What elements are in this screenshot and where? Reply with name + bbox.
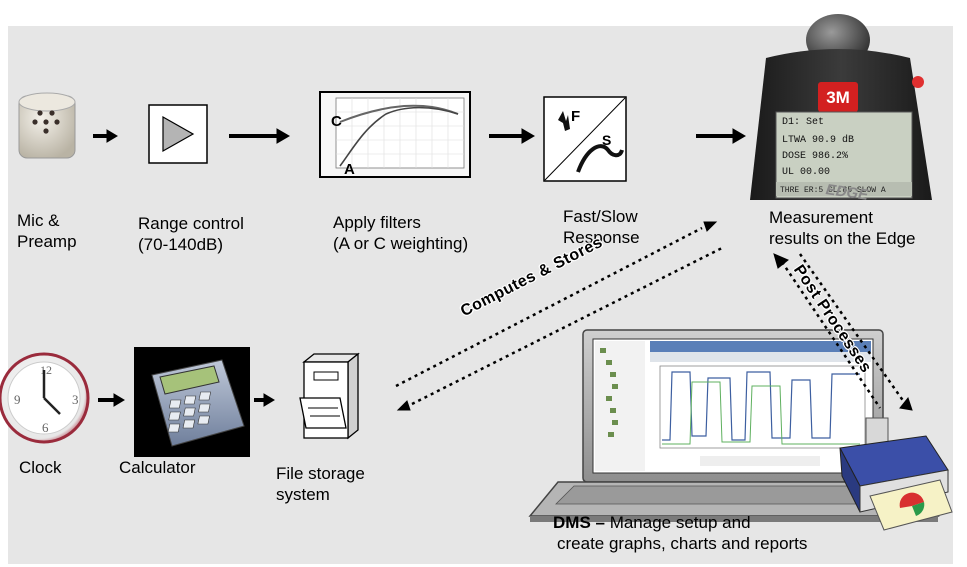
svg-text:12: 12 (40, 363, 52, 377)
flow-arrows-top (93, 128, 746, 144)
response-label: Fast/Slow Response (563, 206, 640, 248)
screen-line-4: UL 00.00 (782, 167, 830, 178)
clock-icon: 9 12 3 6 (0, 352, 90, 444)
mic-label: Mic & Preamp (17, 210, 77, 252)
measure-label-line-1: Measurement (769, 208, 873, 227)
fast-label: F (571, 108, 580, 125)
laptop-icon (528, 329, 940, 522)
clock-label: Clock (19, 458, 62, 477)
response-icon: F S (543, 96, 627, 182)
svg-text:9: 9 (14, 392, 21, 407)
slow-label: S (602, 132, 611, 148)
range-label-line-1: Range control (138, 214, 244, 233)
storage-label: File storage system (276, 463, 365, 505)
storage-label-line-1: File storage (276, 464, 365, 483)
printer-icon (839, 417, 953, 531)
dms-label-bold: DMS – (553, 513, 605, 532)
mic-label-line-1: Mic & (17, 211, 60, 230)
range-label-line-2: (70-140dB) (138, 235, 224, 254)
filters-label-line-2: (A or C weighting) (333, 234, 469, 253)
svg-text:3: 3 (72, 392, 79, 407)
screen-line-2: LTWA 90.9 dB (782, 134, 854, 146)
range-label: Range control (70-140dB) (138, 213, 244, 255)
calculator-label: Calculator (119, 458, 196, 477)
measure-label: Measurement results on the Edge (769, 207, 915, 249)
curve-c-label: C (331, 113, 342, 130)
measure-label-line-2: results on the Edge (769, 229, 916, 248)
screen-line-1: D1: Set (782, 117, 824, 128)
post-arrows (773, 253, 913, 411)
calculator-icon (134, 347, 250, 457)
filters-label: Apply filters (A or C weighting) (333, 212, 468, 254)
filter-graph-icon: C A (319, 91, 471, 178)
dms-label-line-2: create graphs, charts and reports (557, 534, 808, 553)
file-cabinet-icon (299, 352, 360, 440)
mic-label-line-2: Preamp (17, 232, 77, 251)
curve-a-label: A (344, 161, 355, 178)
storage-label-line-2: system (276, 485, 330, 504)
dms-label-rest: Manage setup and (604, 513, 751, 532)
edge-device-icon: 3M D1: Set LTWA 90.9 dB DOSE 986.2% UL 0… (750, 14, 932, 204)
device-badge: 3M (826, 88, 850, 107)
response-label-line-2: Response (563, 228, 640, 247)
filters-label-line-1: Apply filters (333, 213, 421, 232)
dms-label: DMS – Manage setup and create graphs, ch… (553, 512, 807, 554)
amplifier-icon (148, 104, 208, 164)
svg-text:6: 6 (42, 420, 49, 435)
microphone-icon (18, 92, 76, 159)
device-brand: EDGE (825, 181, 870, 204)
screen-line-3: DOSE 986.2% (782, 151, 848, 162)
computes-arrows (395, 221, 723, 411)
response-label-line-1: Fast/Slow (563, 207, 638, 226)
screen-footer: THRE ER:5 CL:85 SLOW A (780, 186, 886, 195)
dms-label-line-1: DMS – Manage setup and (553, 512, 807, 533)
flow-arrows-bottom (98, 393, 275, 407)
